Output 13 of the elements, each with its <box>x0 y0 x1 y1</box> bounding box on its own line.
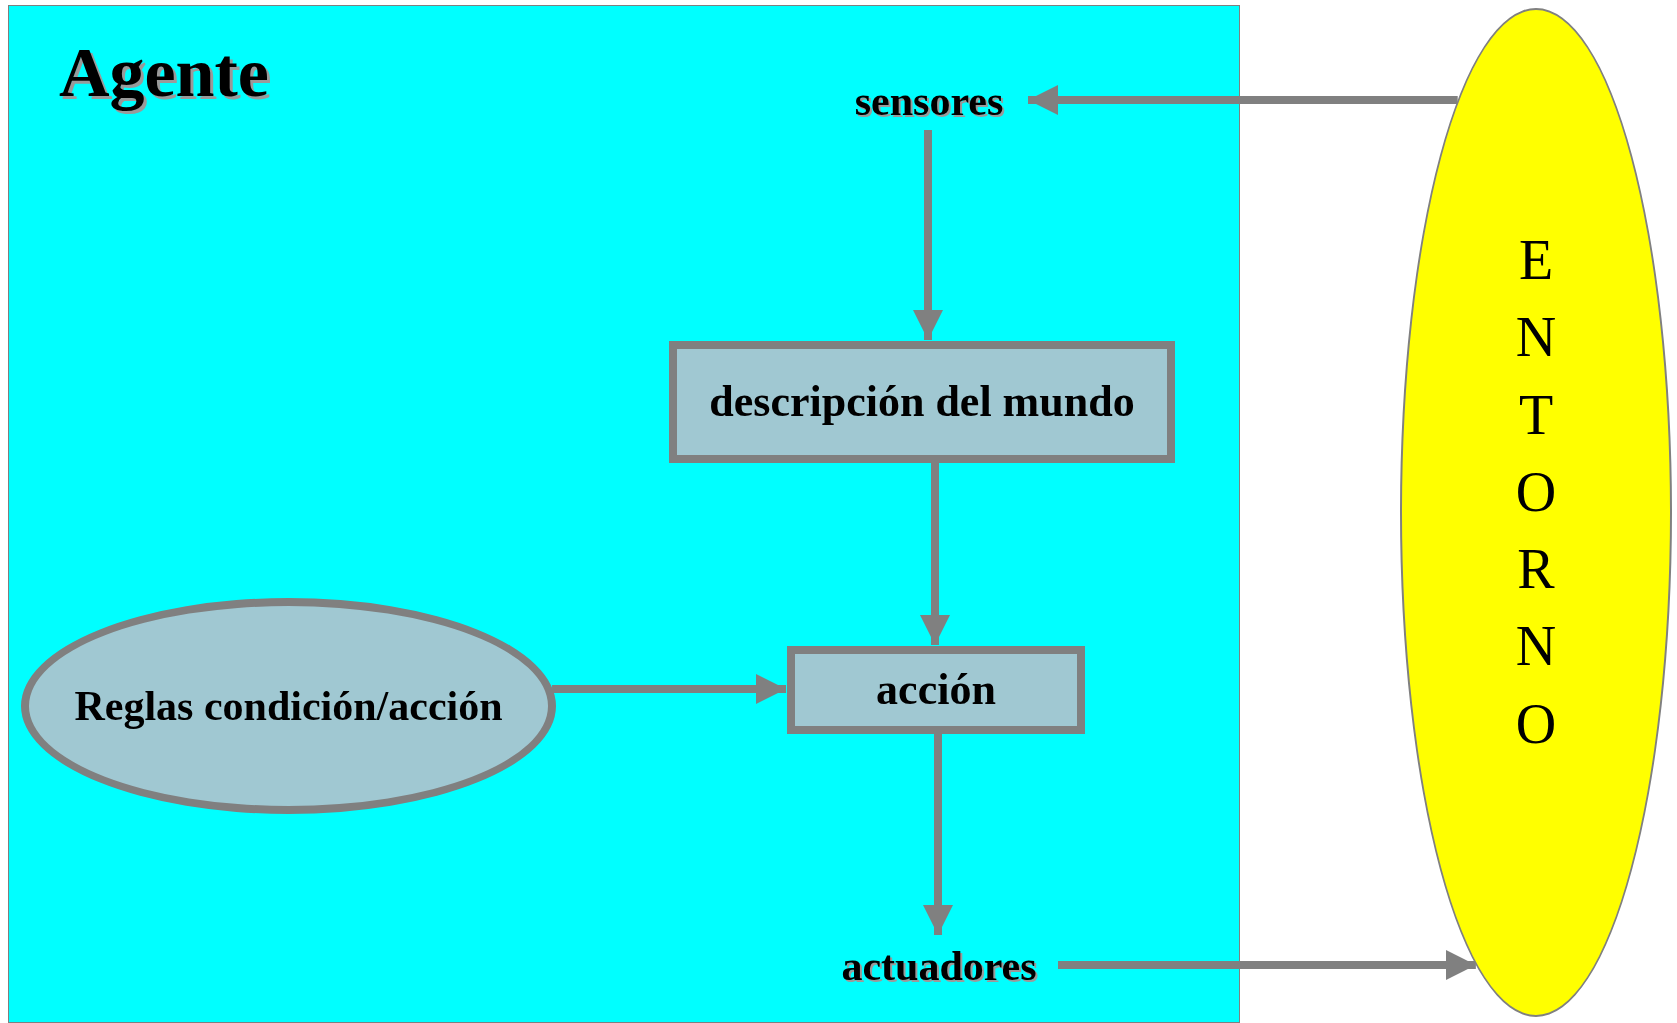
ellipse-text: Reglas condición/acción <box>74 681 503 731</box>
process-box <box>669 341 1175 463</box>
arrow <box>1028 85 1458 115</box>
agent-panel <box>8 5 1240 1023</box>
box-text: acción <box>876 664 996 716</box>
node-label: actuadores <box>819 936 1059 996</box>
node-label: sensores <box>829 71 1029 131</box>
vertical-text: ENTORNO <box>1514 228 1558 757</box>
arrow <box>920 462 950 645</box>
arrow <box>552 674 786 704</box>
arrow <box>1058 950 1476 980</box>
process-box <box>787 646 1085 734</box>
box-text: descripción del mundo <box>709 376 1135 428</box>
